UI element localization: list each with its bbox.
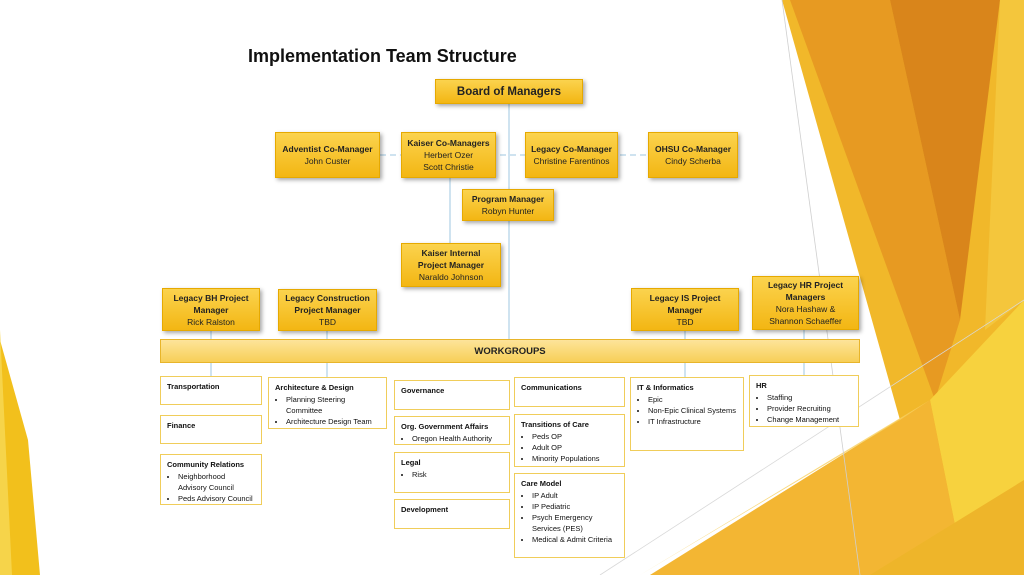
list-item: Peds OP (532, 431, 618, 442)
ohsu-co-manager-box: OHSU Co-Manager Cindy Scherba (648, 132, 738, 178)
box-name: TBD (319, 317, 336, 327)
box-title: Board of Managers (456, 85, 562, 98)
box-title: Legacy Co-Manager (531, 144, 612, 154)
list-item: Medical & Admit Criteria (532, 534, 618, 545)
kaiser-internal-project-manager-box: Kaiser Internal Project Manager Naraldo … (401, 243, 501, 287)
box-title: Legacy IS Project Manager (649, 292, 721, 315)
program-manager-box: Program Manager Robyn Hunter (462, 189, 554, 221)
board-of-managers-box: Board of Managers (435, 79, 583, 104)
box-title: Program Manager (471, 194, 545, 204)
box-title: Kaiser Internal Project Manager (417, 248, 485, 270)
box-name: Herbert Ozer (423, 150, 474, 160)
box-name: Naraldo Johnson (418, 272, 484, 282)
adventist-co-manager-box: Adventist Co-Manager John Custer (275, 132, 380, 178)
workgroup-title: Community Relations (167, 460, 245, 469)
workgroup-title: Architecture & Design (275, 383, 354, 392)
list-item: Change Management (767, 414, 852, 425)
list-item: Provider Recruiting (767, 403, 852, 414)
legacy-construction-project-manager-box: Legacy Construction Project Manager TBD (278, 289, 377, 331)
kaiser-co-managers-box: Kaiser Co-Managers Herbert Ozer Scott Ch… (401, 132, 496, 178)
workgroup-title: Transitions of Care (521, 420, 589, 429)
box-title: OHSU Co-Manager (654, 144, 732, 154)
box-title: Adventist Co-Manager (282, 144, 373, 154)
list-item: Peds Advisory Council (178, 493, 255, 504)
workgroup-it-informatics: IT & Informatics Epic Non-Epic Clinical … (630, 377, 744, 451)
workgroup-transportation: Transportation (160, 376, 262, 405)
workgroup-title: Development (401, 505, 449, 514)
workgroup-title: Governance (401, 386, 445, 395)
workgroup-hr: HR Staffing Provider Recruiting Change M… (749, 375, 859, 427)
legacy-hr-project-managers-box: Legacy HR Project Managers Nora Hashaw &… (752, 276, 859, 330)
list-item: Architecture Design Team (286, 416, 380, 427)
list-item: IP Adult (532, 490, 618, 501)
box-name: Nora Hashaw & (775, 304, 836, 314)
legacy-co-manager-box: Legacy Co-Manager Christine Farentinos (525, 132, 618, 178)
workgroup-architecture-design: Architecture & Design Planning Steering … (268, 377, 387, 429)
workgroup-title: Legal (401, 458, 421, 467)
list-item: Staffing (767, 392, 852, 403)
box-title: Legacy Construction Project Manager (285, 293, 370, 315)
list-item: Minority Populations (532, 453, 618, 464)
list-item: Adult OP (532, 442, 618, 453)
list-item: IT Infrastructure (648, 416, 737, 427)
list-item: Neighborhood Advisory Council (178, 471, 255, 493)
workgroup-org-government-affairs: Org. Government Affairs Oregon Health Au… (394, 416, 510, 445)
box-name: Scott Christie (423, 162, 474, 172)
list-item: Epic (648, 394, 737, 405)
legacy-is-project-manager-box: Legacy IS Project Manager TBD (631, 288, 739, 331)
workgroup-title: Org. Government Affairs (401, 422, 489, 431)
box-name: Robyn Hunter (481, 206, 535, 216)
workgroup-transitions-of-care: Transitions of Care Peds OP Adult OP Min… (514, 414, 625, 467)
box-title: Legacy HR Project Managers (767, 280, 844, 302)
box-name: Rick Ralston (187, 316, 235, 327)
list-item: Oregon Health Authority (412, 433, 503, 444)
workgroup-title: Care Model (521, 479, 562, 488)
workgroup-development: Development (394, 499, 510, 529)
legacy-bh-project-manager-box: Legacy BH Project Manager Rick Ralston (162, 288, 260, 331)
workgroup-legal: Legal Risk (394, 452, 510, 493)
list-item: Planning Steering Committee (286, 394, 380, 416)
list-item: Non-Epic Clinical Systems (648, 405, 737, 416)
workgroup-title: Finance (167, 421, 196, 430)
workgroup-care-model: Care Model IP Adult IP Pediatric Psych E… (514, 473, 625, 558)
box-name: Shannon Schaeffer (769, 316, 842, 326)
list-item: Psych Emergency Services (PES) (532, 512, 618, 534)
box-name: Cindy Scherba (665, 156, 721, 166)
box-title: Kaiser Co-Managers (407, 138, 490, 148)
workgroup-finance: Finance (160, 415, 262, 444)
box-title: Legacy BH Project Manager (173, 292, 249, 315)
workgroup-communications: Communications (514, 377, 625, 407)
workgroup-title: IT & Informatics (637, 383, 694, 392)
workgroup-governance: Governance (394, 380, 510, 410)
workgroup-title: Transportation (167, 382, 220, 391)
workgroup-title: HR (756, 381, 767, 390)
workgroups-banner: WORKGROUPS (160, 339, 860, 363)
box-name: TBD (676, 316, 694, 327)
box-name: Christine Farentinos (533, 156, 610, 166)
list-item: IP Pediatric (532, 501, 618, 512)
workgroup-community-relations: Community Relations Neighborhood Advisor… (160, 454, 262, 505)
workgroup-title: Communications (521, 383, 582, 392)
list-item: Risk (412, 469, 503, 480)
page-title: Implementation Team Structure (248, 46, 517, 66)
box-name: John Custer (304, 156, 351, 166)
